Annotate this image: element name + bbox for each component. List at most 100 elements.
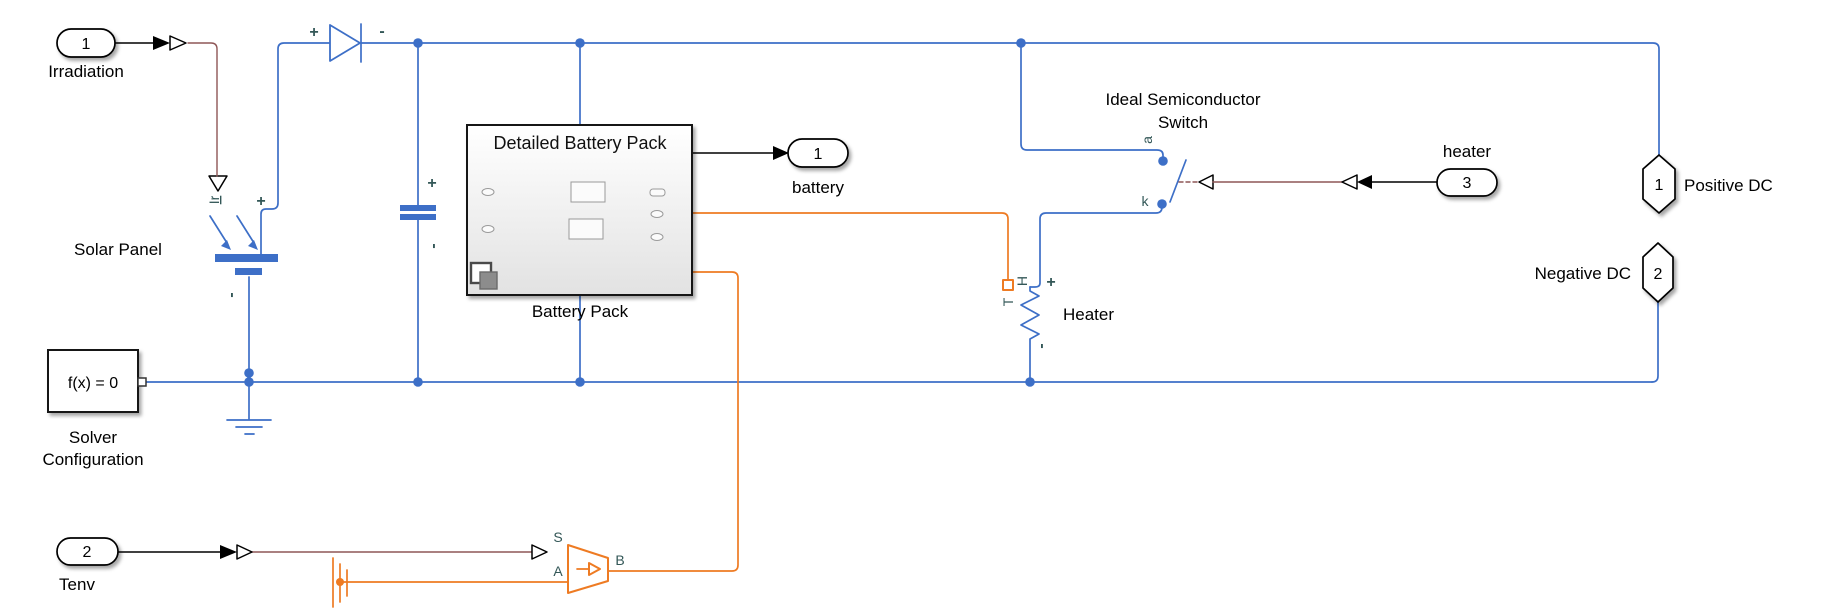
solver-body[interactable]	[47, 349, 139, 413]
solver-configuration-block[interactable]: f(x) = 0 Solver Configuration	[42, 349, 147, 469]
capacitor-plus-label: +	[427, 175, 436, 192]
outport-battery-label[interactable]: battery	[792, 178, 844, 197]
switch-lever[interactable]	[1169, 159, 1187, 203]
inport-irradiation-label[interactable]: Irradiation	[48, 62, 124, 81]
wire-negative-dc[interactable]	[1651, 301, 1659, 383]
solar-panel-name[interactable]: Solar Panel	[74, 240, 162, 259]
inport-irradiation[interactable]: 1 Irradiation	[48, 28, 124, 81]
heater-minus-label: -	[1034, 343, 1051, 348]
wire-battery-thermal-to-heater[interactable]	[691, 212, 1009, 281]
temperature-source-arrow-head	[588, 562, 601, 576]
temperature-source-block[interactable]: S A B	[553, 529, 625, 594]
irradiation-arrowhead	[153, 36, 170, 50]
solar-minus-label: -	[224, 292, 241, 297]
heater-resistor-zigzag[interactable]	[1020, 286, 1040, 383]
solver-name-line1[interactable]: Solver	[69, 428, 118, 447]
inport-heater-shape[interactable]	[1436, 168, 1498, 197]
capacitor-plate-bottom[interactable]	[400, 214, 436, 220]
wire-top-bus[interactable]	[360, 42, 1660, 156]
battery-pack-preview-port	[481, 225, 495, 233]
switch-name-line1[interactable]: Ideal Semiconductor	[1106, 90, 1261, 109]
heater-cmd-arrowhead	[1357, 175, 1372, 189]
connport-positive-dc-number: 1	[1655, 177, 1664, 194]
junction-dot	[413, 38, 423, 48]
diode-block[interactable]: + -	[309, 23, 385, 63]
battery-pack-body[interactable]	[466, 124, 693, 296]
battery-pack-preview-port	[481, 188, 495, 196]
outport-battery[interactable]: 1 battery	[787, 138, 849, 197]
inport-tenv-shape[interactable]	[56, 537, 119, 566]
inport-heater-label[interactable]: heater	[1443, 142, 1492, 161]
tenv-arrowhead	[220, 545, 237, 559]
temp-source-a-pin: A	[553, 563, 563, 579]
junction-dot	[244, 377, 254, 387]
switch-a-pin-label: a	[1139, 136, 1155, 144]
inport-heater[interactable]: 3 heater	[1436, 142, 1498, 197]
tenv-ps-converter	[236, 544, 253, 560]
heater-name[interactable]: Heater	[1063, 305, 1114, 324]
wire-solar-plus-to-diode[interactable]	[260, 42, 331, 257]
electrical-reference-ground[interactable]	[226, 381, 272, 435]
ideal-semiconductor-switch-block[interactable]: a k Ideal Semiconductor Switch	[1106, 90, 1261, 209]
outport-battery-shape[interactable]	[787, 138, 849, 168]
switch-name-line2[interactable]: Switch	[1158, 113, 1208, 132]
heater-t-pin-label: T	[1000, 297, 1016, 306]
thermal-reference-block[interactable]	[332, 557, 348, 608]
wire-tempsource-b-to-battery[interactable]	[607, 271, 739, 572]
diode-minus-label: -	[379, 23, 384, 40]
junction-dot	[1025, 377, 1035, 387]
diode-plus-label: +	[309, 24, 318, 41]
subsystem-badge-icon	[479, 271, 498, 290]
heater-resistor-block[interactable]: H T + - Heater	[1000, 274, 1114, 383]
battery-pack-preview-cell	[568, 218, 604, 240]
irradiance-input-triangle	[208, 175, 228, 192]
switch-gate-triangle	[1198, 174, 1214, 190]
connport-positive-dc-shape[interactable]	[1642, 154, 1676, 214]
inport-irradiation-shape[interactable]	[56, 28, 116, 58]
connport-negative-dc-label[interactable]: Negative DC	[1535, 264, 1631, 283]
capacitor-block[interactable]: + -	[400, 175, 443, 249]
wire-bus-to-switch-a[interactable]	[1020, 42, 1164, 159]
temp-source-s-pin: S	[553, 529, 562, 545]
battery-pack-preview-port	[650, 210, 664, 218]
wire-irradiation-ps[interactable]	[187, 42, 218, 177]
connport-positive-dc[interactable]: 1 Positive DC	[1642, 154, 1773, 214]
battery-pack-block[interactable]: Detailed Battery Pack Battery Pack	[466, 124, 693, 321]
inport-irradiation-number: 1	[82, 36, 91, 53]
battery-pack-title: Detailed Battery Pack	[493, 133, 667, 153]
capacitor-plate-top[interactable]	[400, 205, 436, 211]
heater-plus-label: +	[1046, 274, 1055, 291]
temp-source-b-pin: B	[615, 552, 624, 568]
connport-positive-dc-label[interactable]: Positive DC	[1684, 176, 1773, 195]
heater-thermal-port-square[interactable]	[1002, 279, 1014, 291]
battery-pack-preview-cell	[570, 181, 606, 203]
irradiation-ps-converter	[169, 35, 187, 51]
solar-ray-2-head	[248, 240, 258, 250]
inport-tenv[interactable]: 2 Tenv	[56, 537, 119, 594]
solar-panel-plate-short[interactable]	[235, 268, 262, 275]
solver-name-line2[interactable]: Configuration	[42, 450, 143, 469]
inport-tenv-label[interactable]: Tenv	[59, 575, 95, 594]
battery-pack-preview-port	[650, 233, 664, 241]
solar-panel-plate[interactable]	[215, 254, 278, 262]
connport-negative-dc[interactable]: 2 Negative DC	[1535, 242, 1674, 303]
connport-negative-dc-shape[interactable]	[1642, 242, 1674, 303]
diode-triangle[interactable]	[329, 24, 361, 62]
junction-dot	[575, 38, 585, 48]
battery-pack-preview-port	[649, 188, 666, 197]
junction-dot	[575, 377, 585, 387]
switch-k-pin-label: k	[1142, 193, 1150, 209]
junction-dot	[413, 377, 423, 387]
battery-pack-name[interactable]: Battery Pack	[532, 302, 629, 321]
outport-battery-number: 1	[814, 146, 823, 163]
tenv-ps-input-triangle	[531, 544, 548, 560]
solar-ray-1	[209, 215, 228, 244]
inport-heater-number: 3	[1463, 175, 1472, 192]
solar-panel-block[interactable]: Ir + - Solar Panel	[74, 175, 278, 298]
switch-a-terminal[interactable]	[1158, 156, 1168, 166]
wire-switch-k-to-heater[interactable]	[1029, 206, 1163, 288]
solar-ray-2	[236, 215, 255, 244]
switch-k-terminal[interactable]	[1157, 199, 1167, 209]
